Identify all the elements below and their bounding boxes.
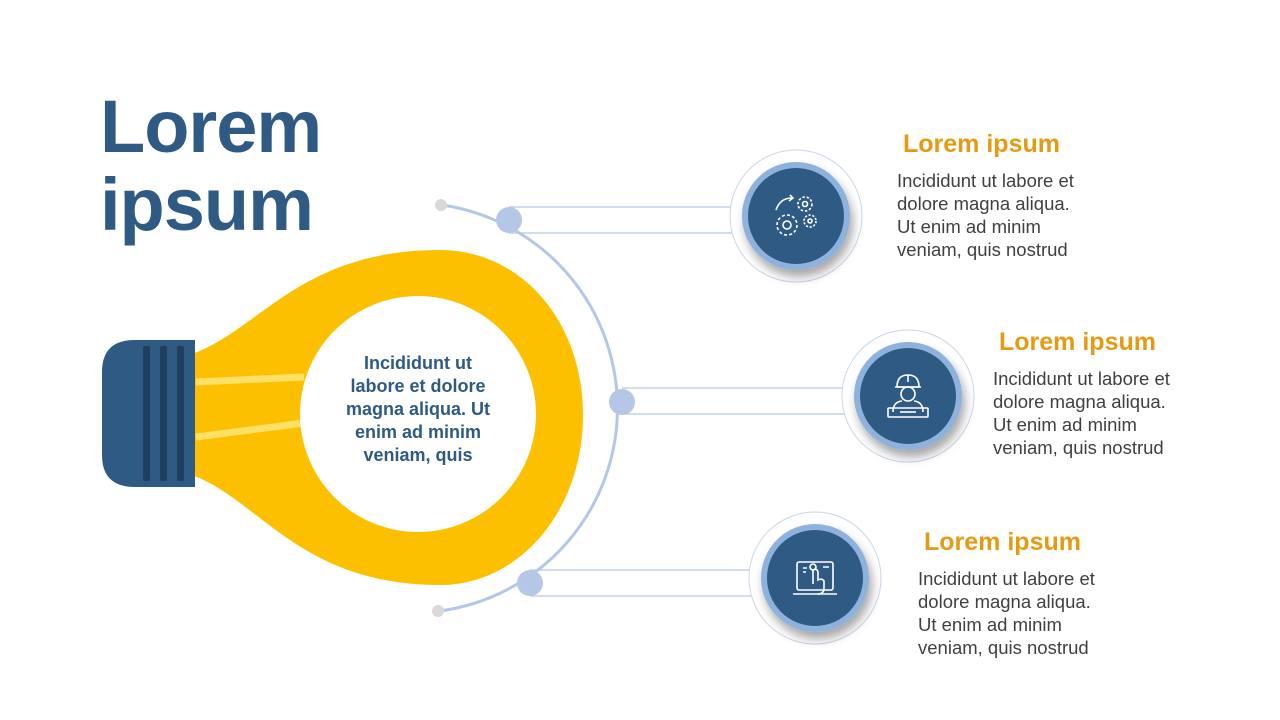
bulb-base-stripes bbox=[143, 346, 184, 481]
item-body-line: Ut enim ad minim bbox=[918, 614, 1062, 635]
item-body-line: veniam, quis nostrud bbox=[897, 239, 1068, 260]
arc-end-dot-bottom bbox=[432, 605, 444, 617]
item-heading: Lorem ipsum bbox=[924, 528, 1081, 556]
arc-node-1 bbox=[496, 207, 522, 233]
item-body-line: dolore magna aliqua. bbox=[993, 391, 1166, 412]
badge-3 bbox=[748, 511, 882, 645]
bulb-caption: Incididunt ut labore et dolore magna ali… bbox=[318, 352, 518, 467]
lightbulb-icon bbox=[102, 250, 583, 585]
item-body-line: dolore magna aliqua. bbox=[918, 591, 1091, 612]
item-body-line: veniam, quis nostrud bbox=[993, 437, 1164, 458]
info-item-2: Lorem ipsum Incididunt ut labore et dolo… bbox=[993, 328, 1233, 459]
badge-2 bbox=[841, 329, 975, 463]
arc-end-dot-top bbox=[435, 199, 447, 211]
item-body: Incididunt ut labore et dolore magna ali… bbox=[993, 367, 1233, 459]
gears-icon bbox=[775, 194, 817, 236]
bulb-caption-line: labore et dolore bbox=[350, 376, 486, 396]
bulb-caption-line: Incididunt ut bbox=[364, 353, 472, 373]
item-heading: Lorem ipsum bbox=[999, 328, 1156, 356]
bulb-caption-line: magna aliqua. Ut bbox=[345, 399, 491, 419]
bulb-inner-circle bbox=[300, 296, 536, 532]
touch-screen-icon bbox=[793, 561, 837, 595]
info-item-3: Lorem ipsum Incididunt ut labore et dolo… bbox=[918, 528, 1158, 659]
page-title: Lorem ipsum bbox=[100, 88, 420, 244]
badge-1 bbox=[729, 149, 863, 283]
connector-lines bbox=[509, 206, 846, 597]
bulb-filament bbox=[195, 373, 305, 441]
info-item-1: Lorem ipsum Incididunt ut labore et dolo… bbox=[897, 130, 1137, 261]
item-heading: Lorem ipsum bbox=[903, 130, 1060, 158]
engineer-icon bbox=[887, 374, 929, 418]
item-body: Incididunt ut labore et dolore magna ali… bbox=[897, 169, 1137, 261]
item-body-line: Incididunt ut labore et bbox=[918, 568, 1095, 589]
arc-node-3 bbox=[517, 570, 543, 596]
item-body-line: Incididunt ut labore et bbox=[993, 368, 1170, 389]
item-body-line: dolore magna aliqua. bbox=[897, 193, 1070, 214]
bulb-caption-line: enim ad minim bbox=[354, 422, 482, 442]
item-body-line: Ut enim ad minim bbox=[993, 414, 1137, 435]
item-body-line: veniam, quis nostrud bbox=[918, 637, 1089, 658]
bulb-caption-line: veniam, quis bbox=[363, 445, 473, 465]
arc-node-2 bbox=[609, 389, 635, 415]
item-body: Incididunt ut labore et dolore magna ali… bbox=[918, 567, 1158, 659]
title-line-2: ipsum bbox=[100, 163, 314, 246]
item-body-line: Ut enim ad minim bbox=[897, 216, 1041, 237]
title-line-1: Lorem bbox=[100, 85, 322, 168]
item-body-line: Incididunt ut labore et bbox=[897, 170, 1074, 191]
